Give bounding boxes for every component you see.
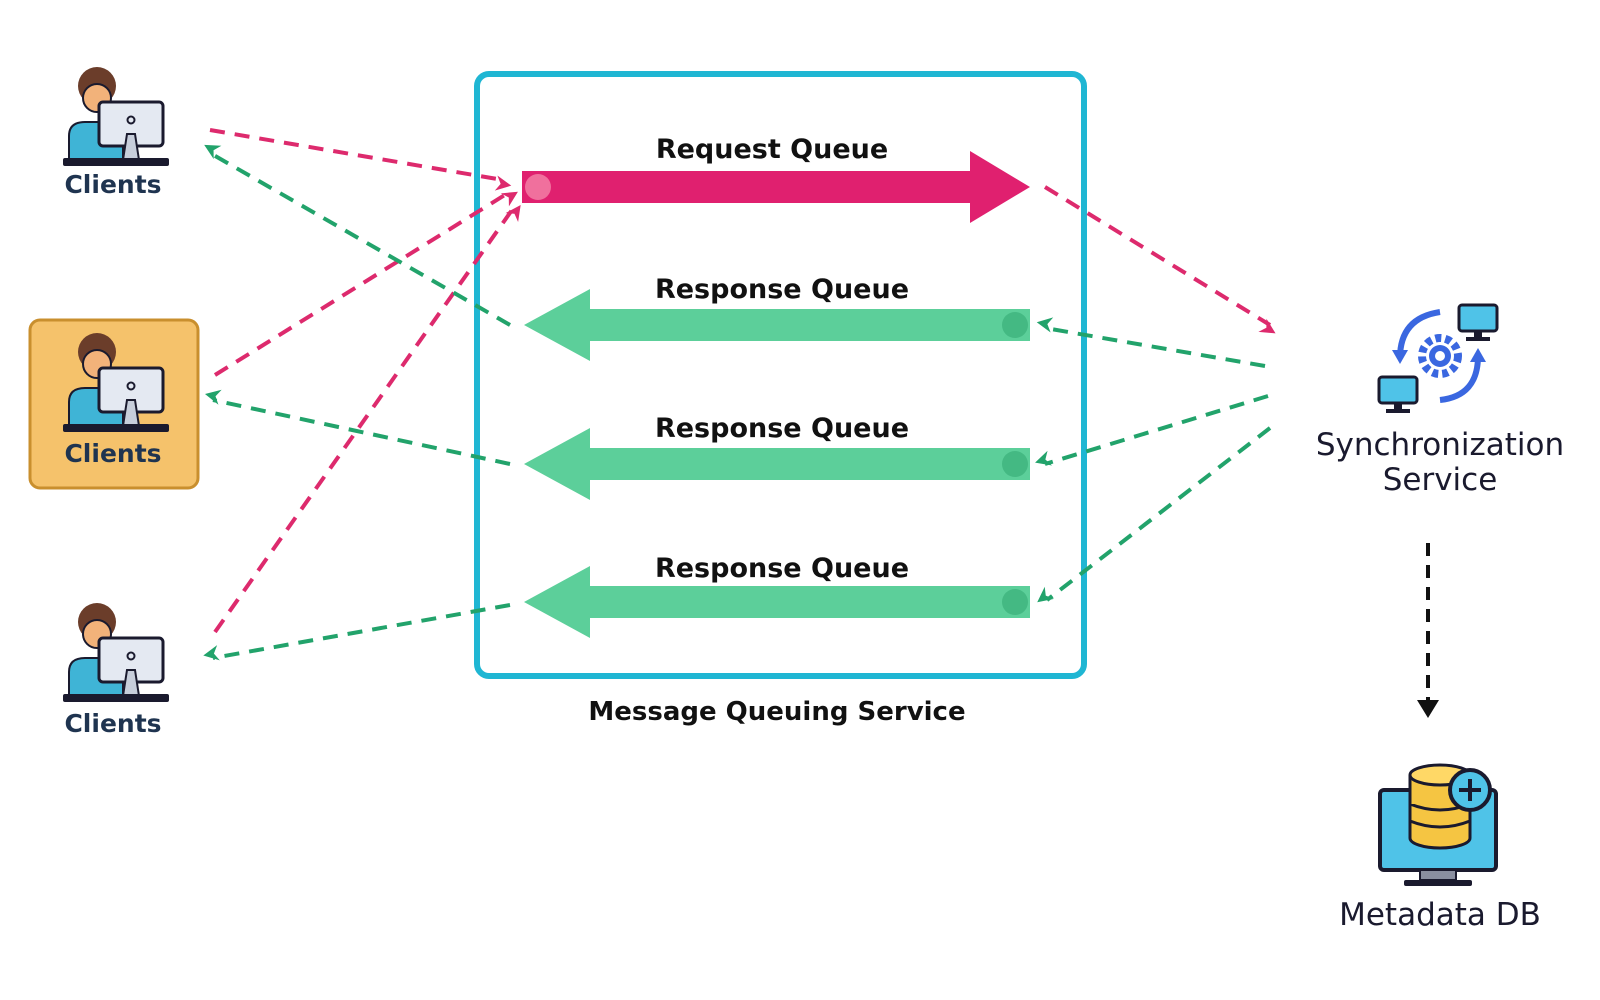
response-flow-sync-2 [1035,394,1269,466]
response-queue-label-2: Response Queue [654,413,910,444]
client-icon-1 [63,67,169,166]
response-flow-sync-1 [1036,317,1266,368]
response-queue-label-3: Response Queue [654,553,910,584]
request-queue-arrow [522,151,1030,223]
metadata-db-label: Metadata DB [1339,897,1541,933]
client-label-3: Clients [64,709,162,738]
request-queue-label: Request Queue [655,134,889,165]
client-label-2: Clients [64,439,162,468]
request-flow-client2 [213,191,518,377]
sync-service-label-line2: Service [1382,462,1498,498]
message-queuing-service-label: Message Queuing Service [588,697,966,727]
request-flow-client3 [213,204,521,634]
message-queuing-service-box [474,71,1087,679]
sync-service-icon [1377,303,1499,413]
response-queue-arrow-3 [524,566,1030,638]
response-queue-label-1: Response Queue [654,274,910,305]
sync-service-label: Synchronization Service [1290,428,1590,498]
response-queue-arrow-2 [524,428,1030,500]
client-label-1: Clients [64,170,162,199]
client-icon-3 [63,603,169,702]
sync-to-db-flow [1417,543,1439,718]
client-icon-2 [63,333,169,432]
request-flow-to-sync [1043,185,1276,334]
response-flow-client3 [203,603,511,661]
request-flows [209,128,1276,634]
request-flow-client1 [209,128,512,191]
sync-service-label-line1: Synchronization [1315,427,1565,463]
response-flows [203,144,1272,661]
response-flow-client2 [204,389,511,466]
response-flow-client1 [204,144,511,327]
response-queue-arrow-1 [524,289,1030,361]
response-flow-sync-3 [1037,426,1272,603]
metadata-db-icon [1378,763,1498,886]
